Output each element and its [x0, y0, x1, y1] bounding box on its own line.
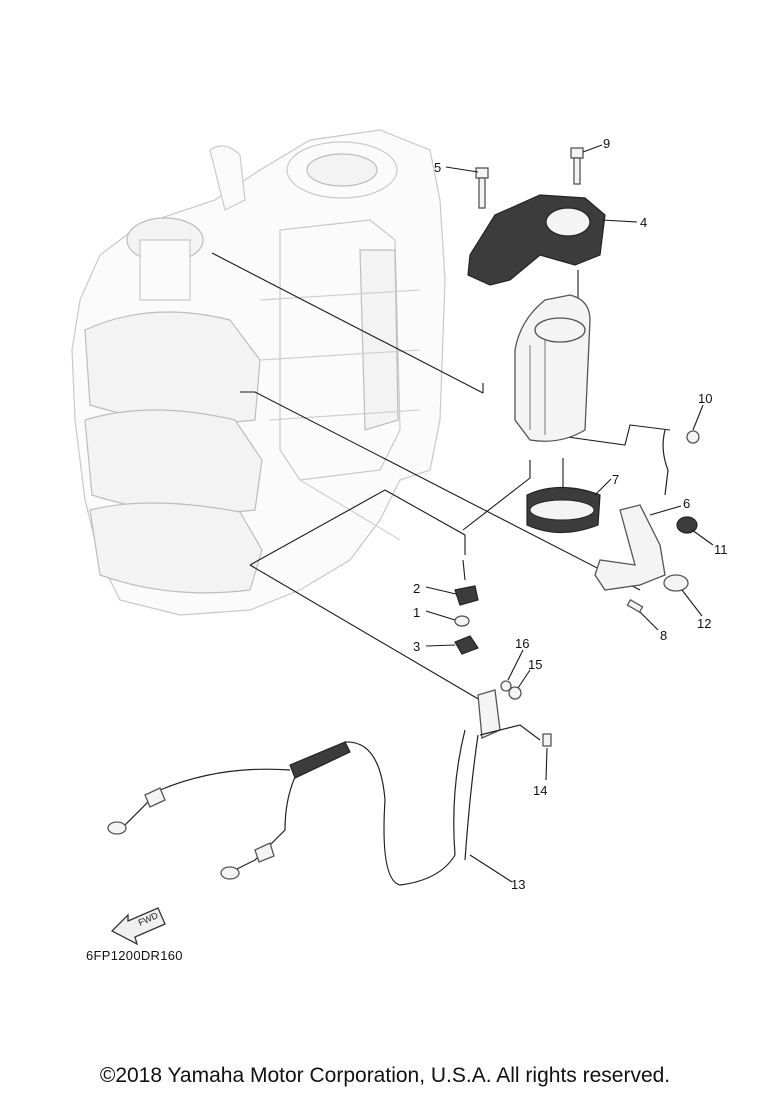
battery-cable-13 [107, 689, 541, 886]
bolt-9 [570, 147, 584, 185]
washer-16 [500, 680, 512, 692]
assembly-lines [211, 252, 671, 701]
washer-15 [508, 686, 522, 700]
forward-arrow-icon: FWD [110, 907, 166, 946]
nut-1 [454, 615, 470, 627]
callout-13: 13 [511, 877, 525, 892]
callout-16: 16 [515, 636, 529, 651]
callout-12: 12 [697, 616, 711, 631]
callout-1: 1 [413, 605, 420, 620]
callout-2: 2 [413, 581, 420, 596]
callout-4: 4 [640, 215, 647, 230]
bracket-6 [594, 504, 666, 591]
connector-11 [676, 516, 698, 534]
starter-bracket-4 [467, 194, 606, 286]
callout-15: 15 [528, 657, 542, 672]
holder-3 [454, 635, 479, 655]
diagram-code: 6FP1200DR160 [86, 948, 183, 963]
callout-6: 6 [683, 496, 690, 511]
callout-9: 9 [603, 136, 610, 151]
bolt-5 [475, 167, 489, 209]
grommet-2 [454, 585, 479, 606]
callout-8: 8 [660, 628, 667, 643]
wire-clip-10 [662, 429, 700, 496]
callout-10: 10 [698, 391, 712, 406]
starter-band-7 [526, 486, 601, 534]
starter-motor [514, 294, 591, 442]
callout-5: 5 [434, 160, 441, 175]
callout-11: 11 [714, 542, 728, 557]
callout-7: 7 [612, 472, 619, 487]
clamp-12 [663, 574, 689, 592]
callout-14: 14 [533, 783, 547, 798]
bolt-14 [542, 733, 552, 747]
callout-3: 3 [413, 639, 420, 654]
callout-leaders [425, 144, 714, 883]
callout-numbers: 1 2 3 4 5 6 7 8 9 10 11 12 13 14 15 16 [413, 136, 728, 892]
engine-block-illustration [71, 129, 446, 616]
bolt-8 [626, 599, 644, 613]
copyright-notice: ©2018 Yamaha Motor Corporation, U.S.A. A… [99, 1064, 671, 1087]
